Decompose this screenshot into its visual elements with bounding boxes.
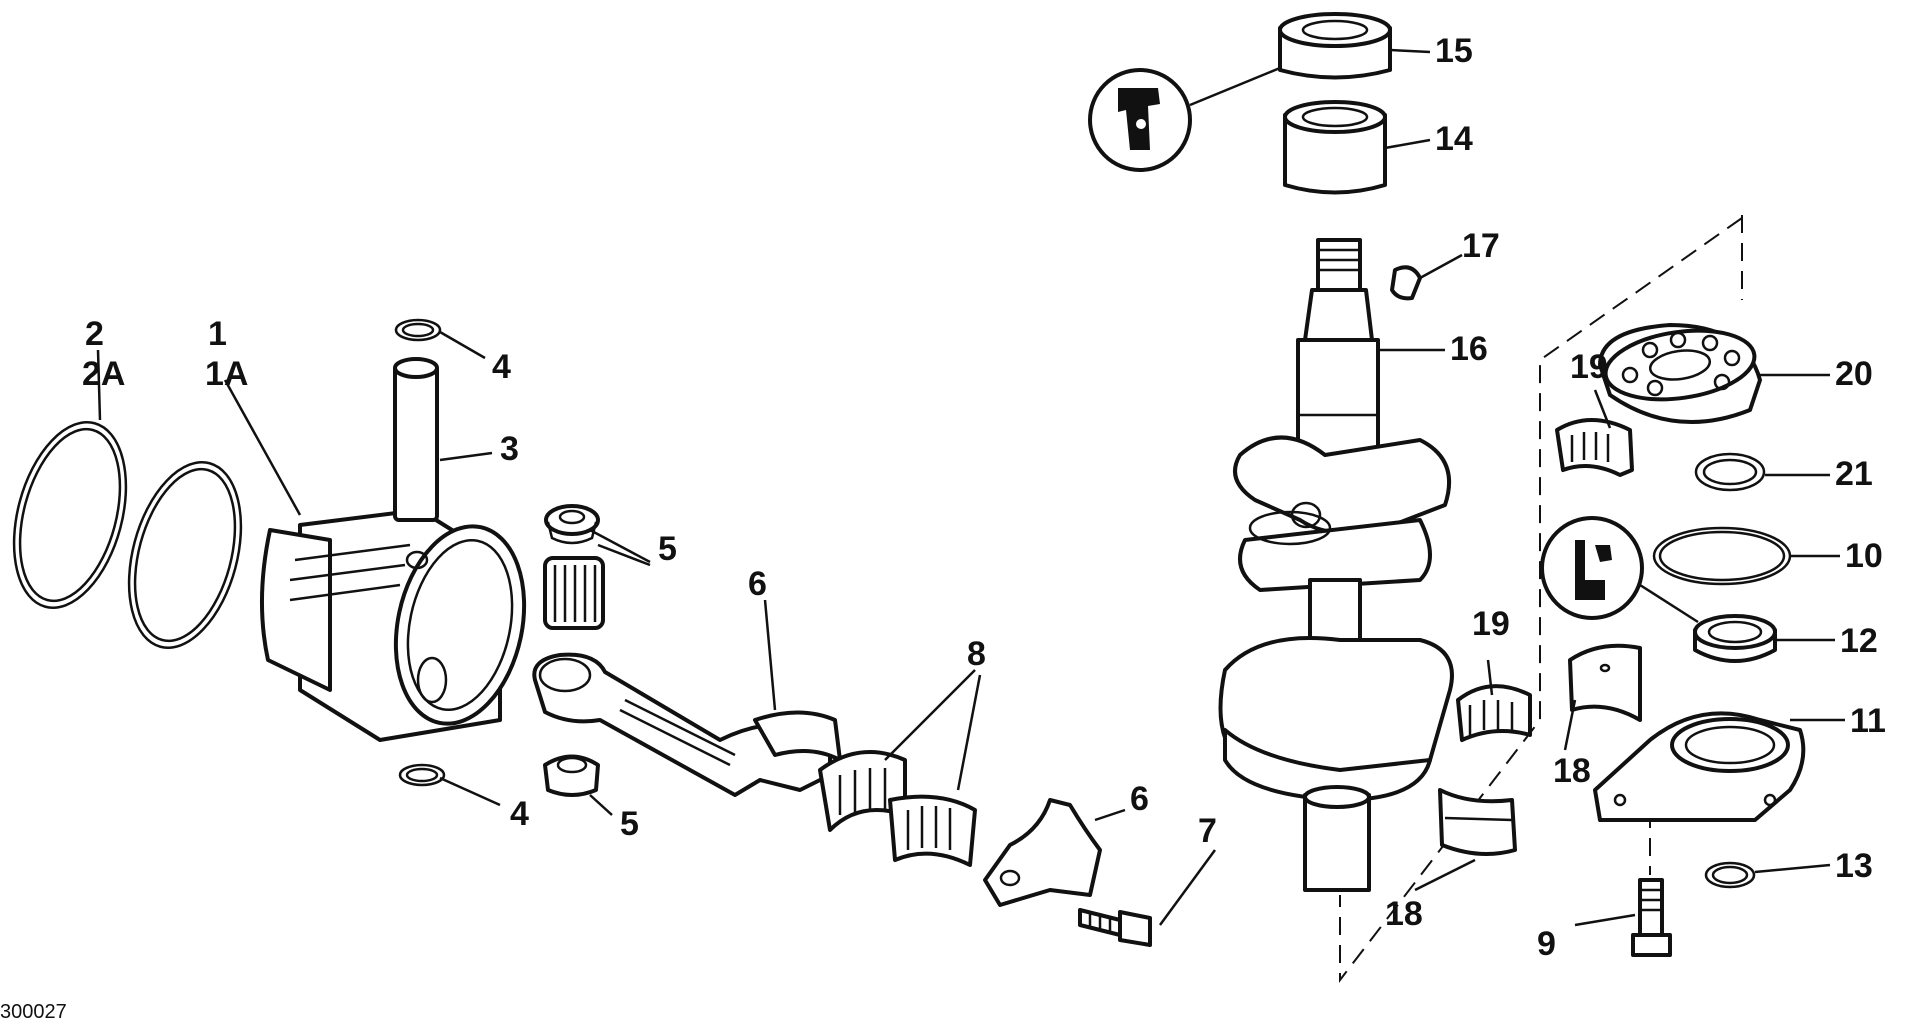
callout-7: 7 <box>1198 812 1217 850</box>
bearing-sleeve-18-right <box>1568 643 1642 722</box>
retaining-ring-21 <box>1694 452 1766 492</box>
callout-19-mid: 19 <box>1472 605 1510 643</box>
lower-bearing-housing <box>1593 711 1806 822</box>
crankshaft <box>1218 238 1454 892</box>
piston-ring-1 <box>12 421 128 609</box>
seal-detail-inset <box>1088 68 1192 172</box>
rod-bolt <box>1078 908 1152 947</box>
callout-6-bottom: 6 <box>1130 780 1149 818</box>
connecting-rod <box>532 652 842 797</box>
callout-4-bottom: 4 <box>510 795 529 833</box>
callout-16: 16 <box>1450 330 1488 368</box>
callout-6-top: 6 <box>748 565 767 603</box>
callout-17: 17 <box>1462 227 1500 265</box>
assembly-line-right <box>1339 215 1743 983</box>
callout-1: 1 <box>208 315 227 353</box>
leader-lines <box>96 48 1845 927</box>
connecting-rod-cap <box>983 798 1102 907</box>
callout-14: 14 <box>1435 120 1473 158</box>
callout-21: 21 <box>1835 455 1873 493</box>
lower-seal-detail-inset <box>1540 516 1644 620</box>
callout-1a: 1A <box>205 355 248 393</box>
callout-13: 13 <box>1835 847 1873 885</box>
callout-5-bottom: 5 <box>620 805 639 843</box>
thrust-washer-top <box>544 504 600 545</box>
piston <box>260 508 527 742</box>
callout-3: 3 <box>500 430 519 468</box>
callout-4-top: 4 <box>492 348 511 386</box>
callout-8: 8 <box>967 635 986 673</box>
callout-18-left: 18 <box>1385 895 1423 933</box>
callout-19-top: 19 <box>1570 348 1608 386</box>
woodruff-key <box>1390 265 1422 301</box>
callout-9: 9 <box>1537 925 1556 963</box>
housing-bolt <box>1631 878 1672 957</box>
callout-15: 15 <box>1435 32 1473 70</box>
callout-18-right: 18 <box>1553 752 1591 790</box>
pin-clip-top <box>394 318 442 342</box>
callout-20: 20 <box>1835 355 1873 393</box>
piston-ring-2 <box>127 461 243 649</box>
rod-bearing-cage-2 <box>888 794 977 867</box>
thrust-washer-bottom <box>543 754 600 797</box>
upper-seal <box>1278 12 1392 80</box>
o-ring-13 <box>1704 861 1756 889</box>
callout-12: 12 <box>1840 622 1878 660</box>
o-ring-10 <box>1652 526 1792 586</box>
upper-bearing <box>1283 100 1387 195</box>
callout-5-top: 5 <box>658 530 677 568</box>
callout-2a: 2A <box>82 355 125 393</box>
bearing-sleeve-18-left <box>1438 788 1517 856</box>
figure-code: 300027 <box>0 1001 67 1023</box>
callout-10: 10 <box>1845 537 1883 575</box>
ball-bearing <box>1598 323 1762 424</box>
lower-seal-12 <box>1693 614 1777 663</box>
wrist-pin <box>393 357 439 522</box>
callout-11: 11 <box>1850 702 1886 740</box>
needle-bearing-top <box>543 556 605 630</box>
callout-2: 2 <box>85 315 104 353</box>
main-bearing-cage-mid <box>1456 684 1532 742</box>
pin-clip-bottom <box>398 763 446 787</box>
main-bearing-cage-top <box>1555 418 1634 477</box>
